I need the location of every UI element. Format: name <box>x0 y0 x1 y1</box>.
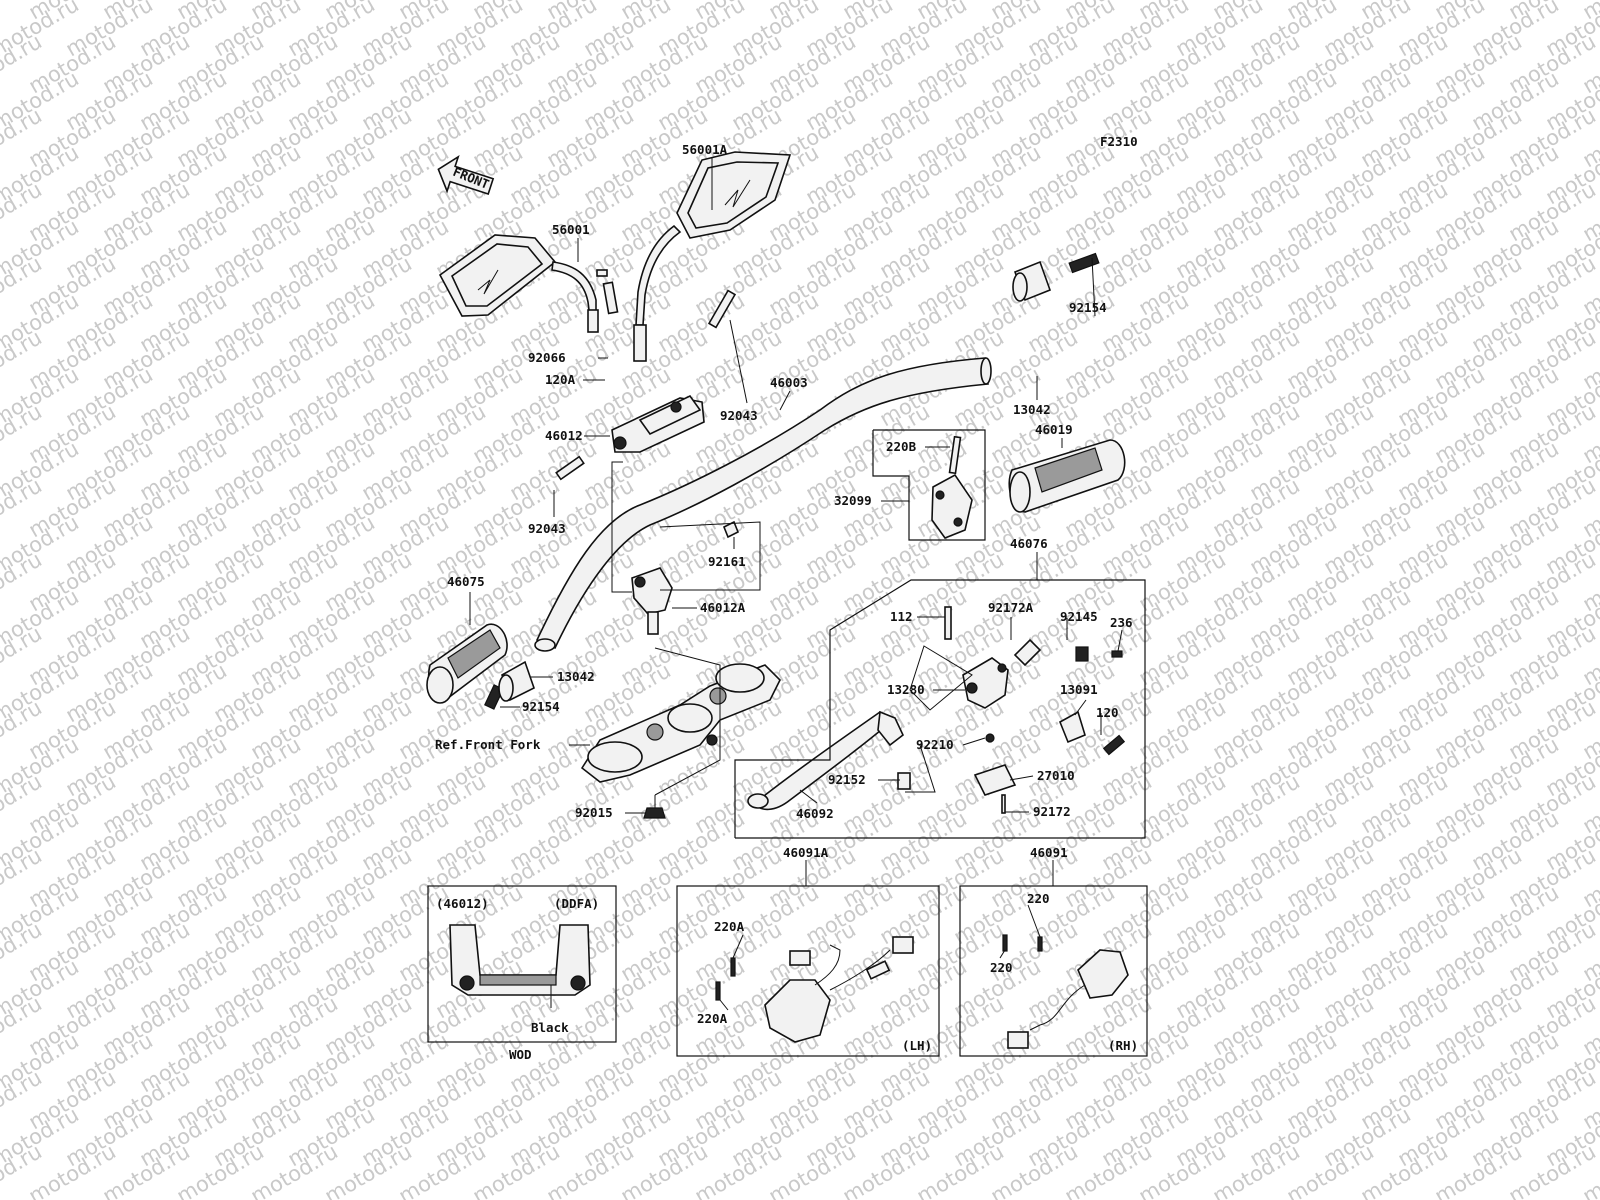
wod-caption: WOD <box>509 1047 532 1062</box>
label-13042-left: 13042 <box>557 669 595 684</box>
label-92043-lower: 92043 <box>528 521 566 536</box>
label-13091: 13091 <box>1060 682 1098 697</box>
lh-side-tag: (LH) <box>902 1038 932 1053</box>
wod-color-note: Black <box>531 1020 569 1035</box>
wod-right-tag: (DDFA) <box>554 896 599 911</box>
wod-left-tag: (46012) <box>436 896 489 911</box>
label-220B: 220B <box>886 439 917 454</box>
label-13042-right: 13042 <box>1013 402 1051 417</box>
label-46091A: 46091A <box>783 845 829 860</box>
label-236: 236 <box>1110 615 1133 630</box>
label-ref-front-fork: Ref.Front Fork <box>435 737 541 752</box>
label-92210: 92210 <box>916 737 954 752</box>
label-13280: 13280 <box>887 682 925 697</box>
label-112: 112 <box>890 609 913 624</box>
rh-side-tag: (RH) <box>1108 1038 1138 1053</box>
label-92015: 92015 <box>575 805 613 820</box>
label-46092: 46092 <box>796 806 834 821</box>
lh-label-b: 220A <box>697 1011 728 1026</box>
label-92154-left: 92154 <box>522 699 560 714</box>
label-56001A: 56001A <box>682 142 728 157</box>
label-46012: 46012 <box>545 428 583 443</box>
label-32099: 32099 <box>834 493 872 508</box>
label-120A: 120A <box>545 372 576 387</box>
lh-label-a: 220A <box>714 919 745 934</box>
label-27010: 27010 <box>1037 768 1075 783</box>
label-92145: 92145 <box>1060 609 1098 624</box>
label-46003: 46003 <box>770 375 808 390</box>
label-46091: 46091 <box>1030 845 1068 860</box>
label-92066: 92066 <box>528 350 566 365</box>
label-46012A: 46012A <box>700 600 746 615</box>
label-120: 120 <box>1096 705 1119 720</box>
label-92172: 92172 <box>1033 804 1071 819</box>
label-92172A: 92172A <box>988 600 1034 615</box>
label-46019: 46019 <box>1035 422 1073 437</box>
label-92043-upper: 92043 <box>720 408 758 423</box>
figure-code: F2310 <box>1100 134 1138 149</box>
rh-label-b: 220 <box>990 960 1013 975</box>
rh-label-a: 220 <box>1027 891 1050 906</box>
label-92152: 92152 <box>828 772 866 787</box>
label-92154-right: 92154 <box>1069 300 1107 315</box>
label-56001: 56001 <box>552 222 590 237</box>
label-92161: 92161 <box>708 554 746 569</box>
label-46076: 46076 <box>1010 536 1048 551</box>
label-46075: 46075 <box>447 574 485 589</box>
